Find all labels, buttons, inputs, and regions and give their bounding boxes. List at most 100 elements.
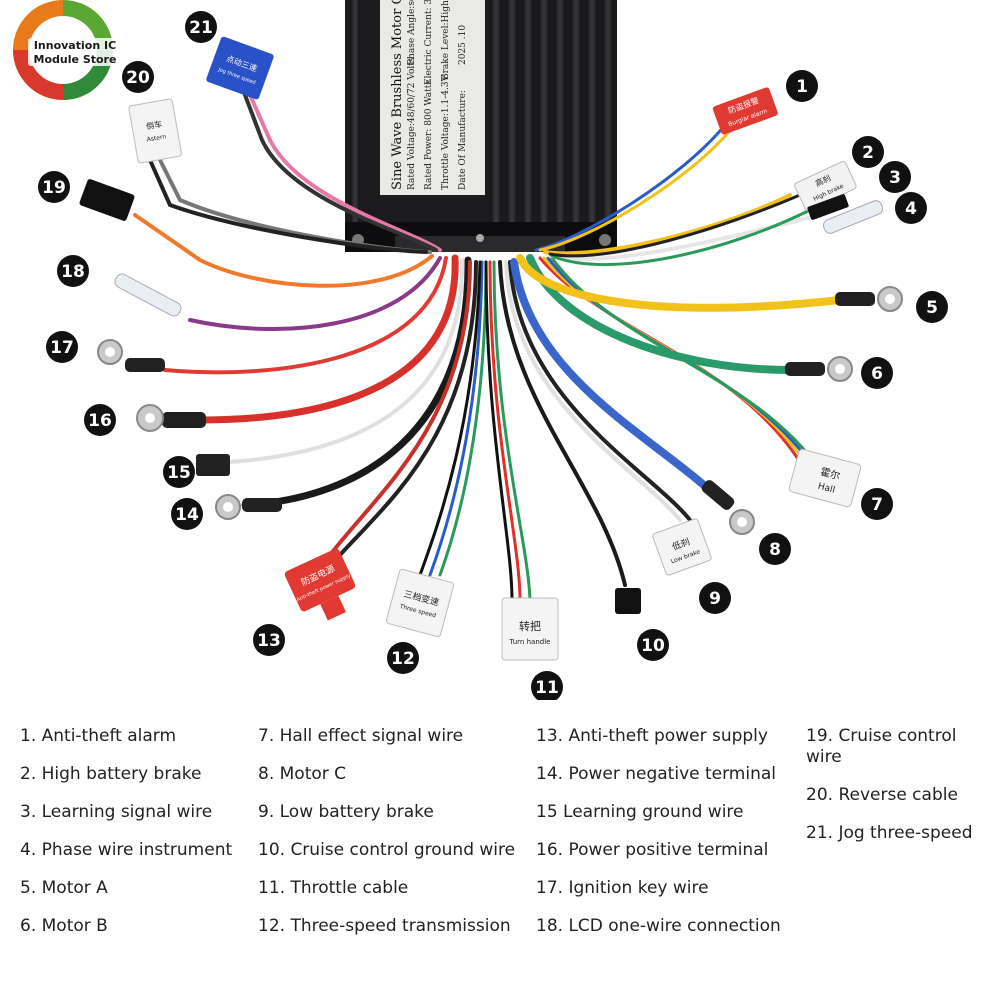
marker-15-label: 15 xyxy=(167,463,191,483)
wire-green-12 xyxy=(438,260,488,577)
wire-purple-18 xyxy=(188,256,442,332)
marker-18-label: 18 xyxy=(61,262,85,282)
wire-blue-12 xyxy=(428,260,484,577)
spec-phase-angle: Phase Angle:self- xyxy=(407,0,417,65)
spec-brake-level: Brake Level:High/L xyxy=(441,0,451,80)
legend-item: 4. Phase wire instrument xyxy=(20,840,233,860)
connector-7: 霍尔 Hall xyxy=(788,448,862,508)
marker-9: 9 xyxy=(699,582,731,614)
marker-8-label: 8 xyxy=(769,540,781,560)
connector-15 xyxy=(196,454,230,476)
wire-red-16 xyxy=(196,254,459,424)
marker-14: 14 xyxy=(171,498,203,530)
marker-6-label: 6 xyxy=(871,364,883,384)
legend-item: 20. Reverse cable xyxy=(806,785,958,805)
marker-4-label: 4 xyxy=(905,199,917,219)
legend-item: 17. Ignition key wire xyxy=(536,878,709,898)
marker-12-label: 12 xyxy=(391,649,415,669)
marker-6: 6 xyxy=(861,357,893,389)
ring-terminal-5 xyxy=(835,286,903,312)
connector-4 xyxy=(822,200,884,234)
marker-15: 15 xyxy=(163,456,195,488)
legend-item: 1. Anti-theft alarm xyxy=(20,726,177,746)
wire-white-15 xyxy=(228,258,465,464)
wire-red-11 xyxy=(488,260,522,602)
marker-21: 21 xyxy=(185,11,217,43)
connector-20: 倒车 Astern xyxy=(128,98,182,164)
legend-item: 16. Power positive terminal xyxy=(536,840,769,860)
connector-11-label: 转把 xyxy=(519,619,541,633)
wire-black-14 xyxy=(241,256,472,509)
spec-rated-power: Rated Power: 800 Watts xyxy=(424,80,434,190)
wire-orange-19 xyxy=(133,213,434,288)
ring-terminal-8 xyxy=(701,480,755,535)
legend-item: 14. Power negative terminal xyxy=(536,764,777,784)
legend-item: 15 Learning ground wire xyxy=(536,802,744,822)
connector-18 xyxy=(114,273,182,317)
marker-8: 8 xyxy=(759,533,791,565)
legend-item: 11. Throttle cable xyxy=(258,878,409,898)
wire-hall-blue xyxy=(546,256,817,472)
connector-1: 防盗报警 Burglar alarm xyxy=(712,87,778,135)
marker-1-label: 1 xyxy=(796,77,808,97)
legend-column-4: 19. Cruise control wire 20. Reverse cabl… xyxy=(806,726,991,861)
marker-2: 2 xyxy=(852,136,884,168)
wire-black-9 xyxy=(508,260,692,522)
marker-5: 5 xyxy=(916,291,948,323)
wire-green-3 xyxy=(550,208,812,267)
marker-21-label: 21 xyxy=(189,18,213,38)
ring-terminal-17 xyxy=(97,339,165,372)
legend-item: 2. High battery brake xyxy=(20,764,202,784)
store-logo: Innovation IC Module Store xyxy=(13,0,124,100)
wire-dark-21 xyxy=(243,93,438,252)
connector-9: 低刹 Low brake xyxy=(652,518,712,576)
wire-red-13 xyxy=(328,260,472,557)
wire-green-6 xyxy=(526,254,794,374)
ring-terminal-16 xyxy=(136,404,206,432)
connector-20-label: 倒车 xyxy=(145,119,162,132)
marker-7-label: 7 xyxy=(871,495,883,515)
spec-current: Electric Current: 35A xyxy=(424,0,434,85)
connector-10 xyxy=(615,588,641,614)
legend-item: 12. Three-speed transmission xyxy=(258,916,511,936)
wire-black-12 xyxy=(418,260,482,577)
marker-9-label: 9 xyxy=(709,589,721,609)
connector-12: 三档变速 Three speed xyxy=(385,568,455,638)
connector-19 xyxy=(79,179,135,221)
marker-1: 1 xyxy=(786,70,818,102)
legend-item: 13. Anti-theft power supply xyxy=(536,726,768,746)
marker-2-label: 2 xyxy=(862,143,874,163)
marker-16-label: 16 xyxy=(88,411,112,431)
legend-item: 8. Motor C xyxy=(258,764,347,784)
motor-controller: Sine Wave Brushless Motor Controller Rat… xyxy=(345,0,617,252)
wire-blue-8 xyxy=(510,258,724,504)
marker-11: 11 xyxy=(531,671,563,700)
wire-yellow-2 xyxy=(543,193,792,256)
wire-black-11 xyxy=(484,260,514,602)
connector-3 xyxy=(807,194,849,220)
marker-17-label: 17 xyxy=(50,338,74,358)
connector-13: 防盗电源 Anti-theft power supply xyxy=(284,548,356,621)
ring-terminal-6 xyxy=(785,356,853,382)
marker-10-label: 10 xyxy=(641,636,665,656)
marker-12: 12 xyxy=(387,642,419,674)
heat-sink-fins xyxy=(350,0,614,228)
connector-11: 转把 Turn handle xyxy=(501,597,559,661)
legend-item: 19. Cruise control wire xyxy=(806,726,957,767)
wires xyxy=(133,93,844,602)
marker-5-label: 5 xyxy=(926,298,938,318)
legend-item: 5. Motor A xyxy=(20,878,108,898)
connector-11-label-en: Turn handle xyxy=(509,638,551,646)
wire-yellow-5 xyxy=(516,254,844,312)
legend-item: 21. Jog three-speed xyxy=(806,823,973,843)
wire-black-13 xyxy=(338,260,478,557)
marker-17: 17 xyxy=(46,331,78,363)
wire-blue-1 xyxy=(534,123,727,252)
marker-14-label: 14 xyxy=(175,505,199,525)
marker-13-label: 13 xyxy=(257,631,281,651)
wire-black-2 xyxy=(548,193,802,258)
marker-19: 19 xyxy=(38,171,70,203)
wire-hall-yellow xyxy=(542,256,812,472)
legend-column-1: 1. Anti-theft alarm 2. High battery brak… xyxy=(20,726,255,954)
wiring-diagram: Innovation IC Module Store Sine Wave Bru… xyxy=(13,0,948,700)
